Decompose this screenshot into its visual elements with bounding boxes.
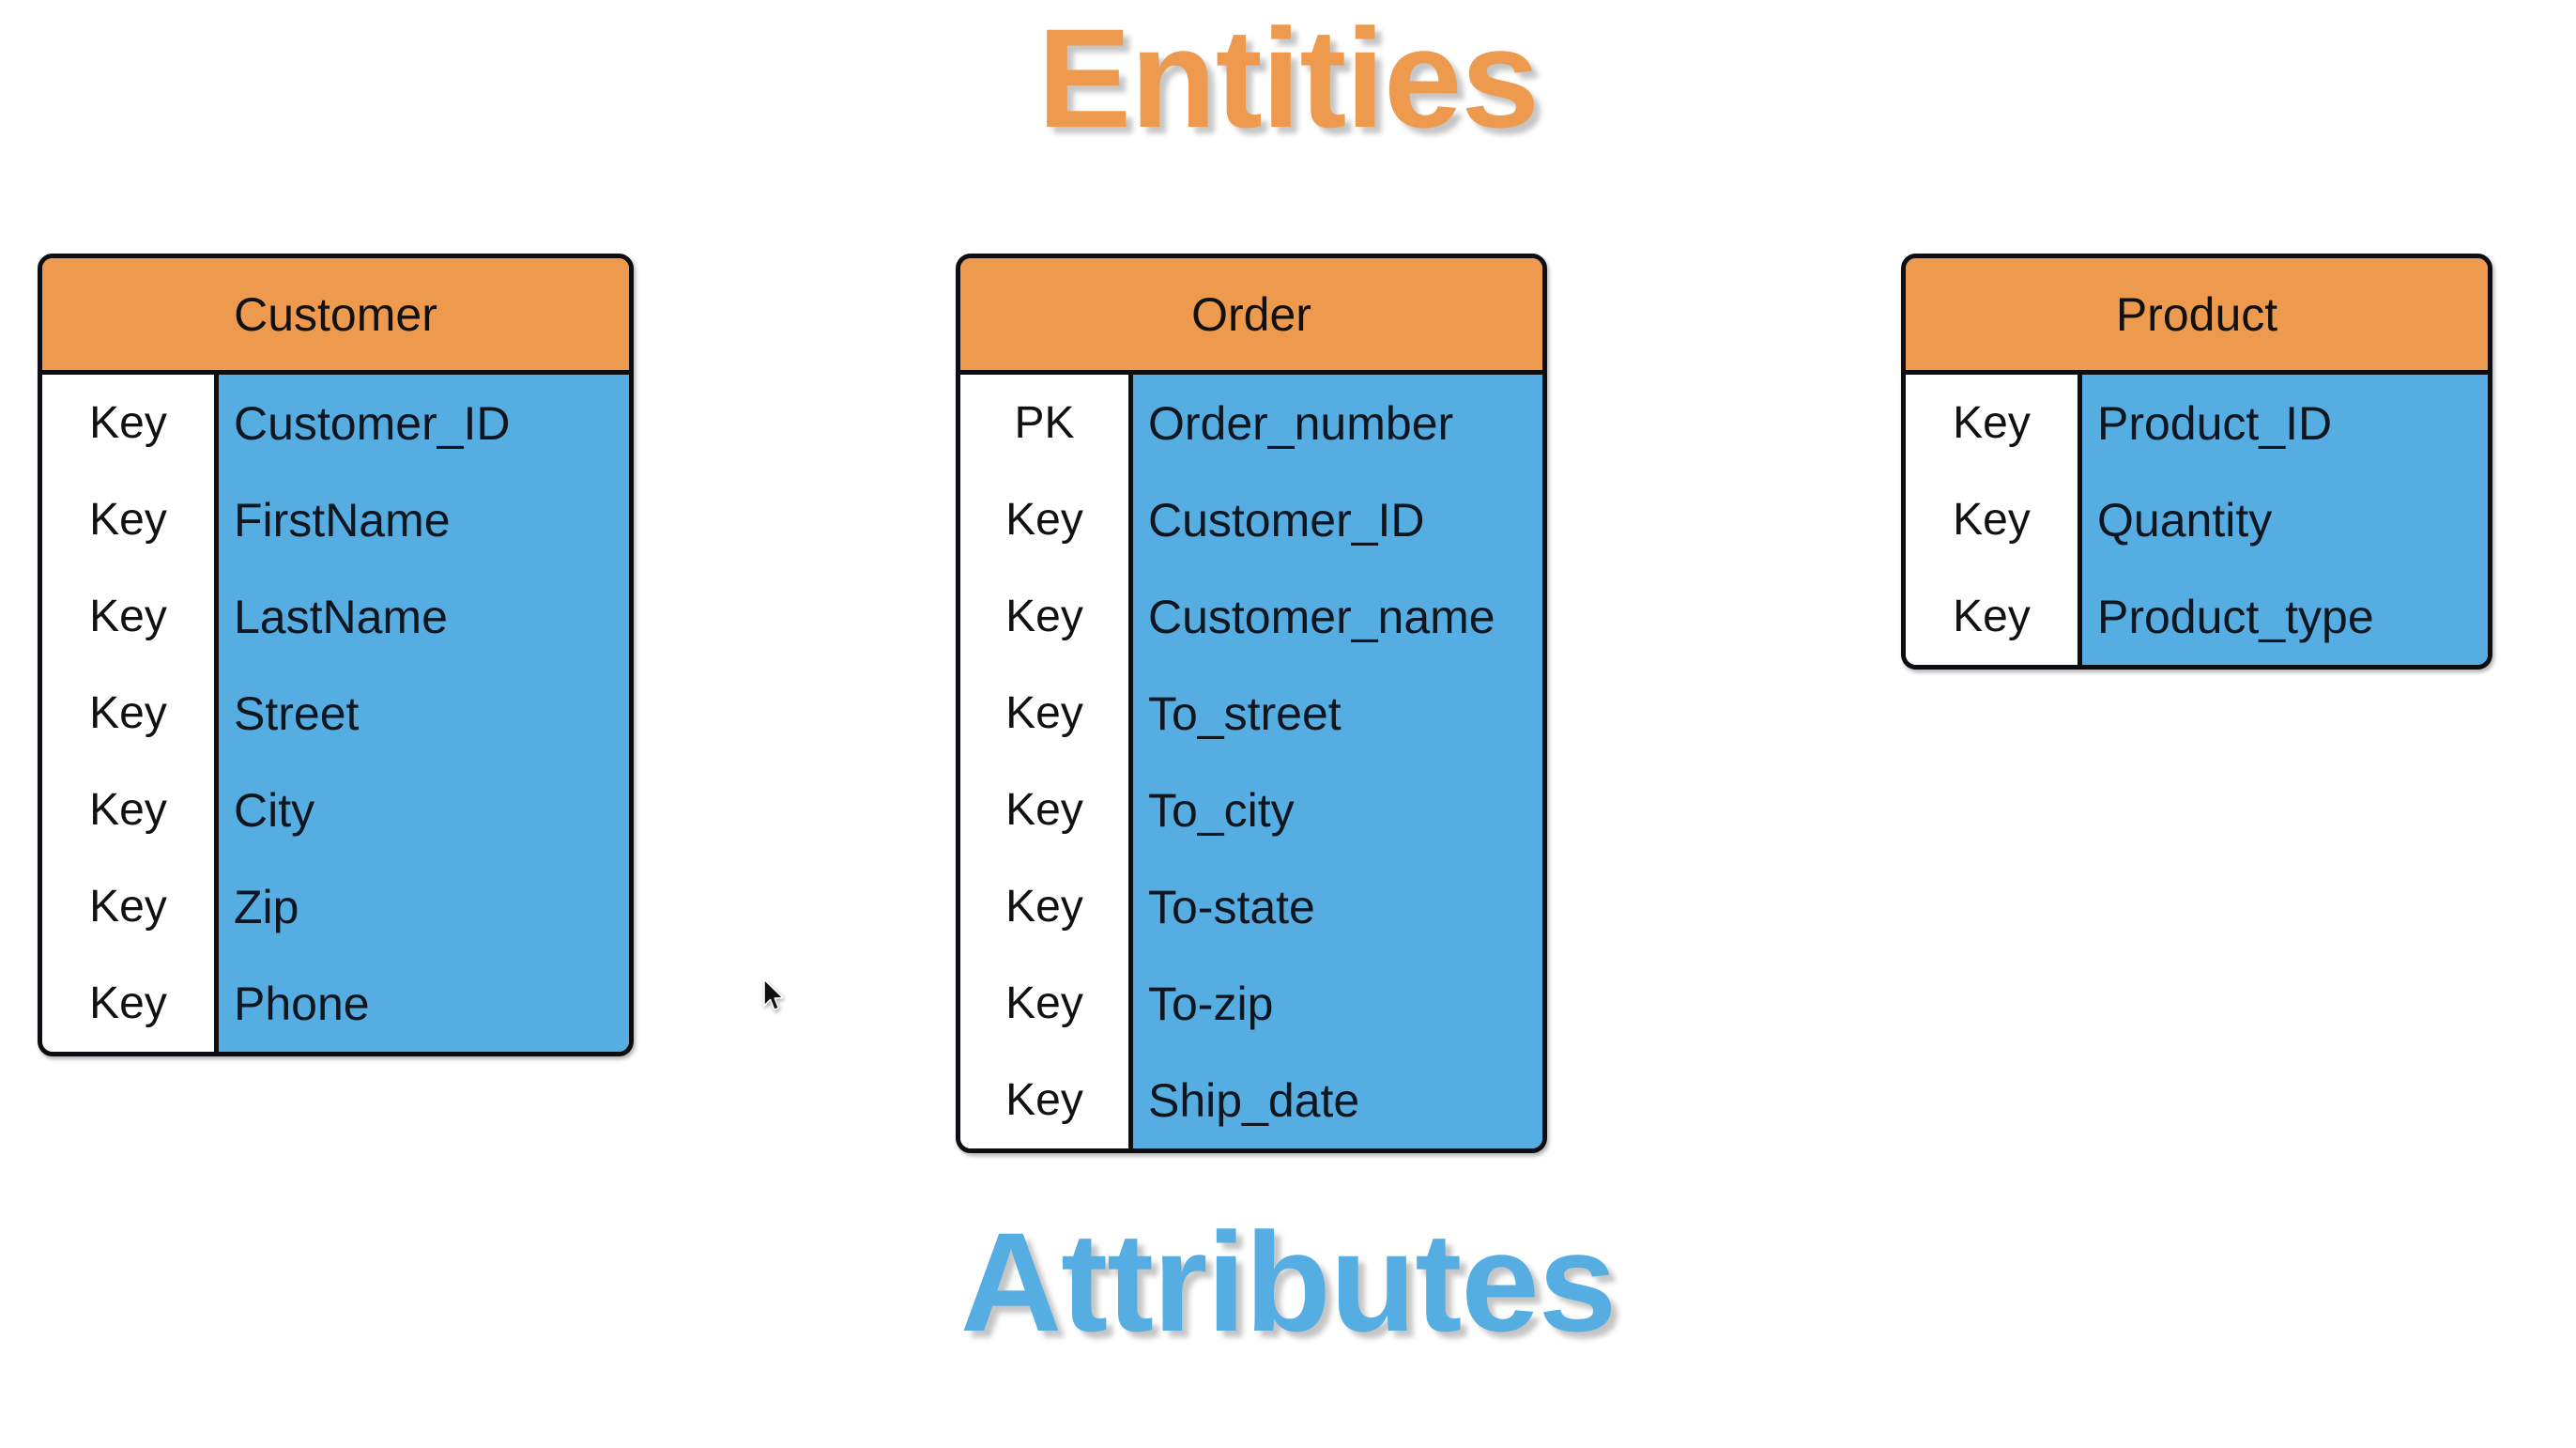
entity-customer-attributes: Key Customer_ID Key FirstName Key LastNa… — [42, 375, 629, 1052]
attribute-key: Key — [960, 858, 1133, 955]
table-row: Key FirstName — [42, 471, 629, 568]
attribute-key: Key — [42, 568, 219, 665]
entity-product-title: Product — [1906, 258, 2488, 375]
attribute-label: Customer_ID — [219, 375, 629, 471]
attribute-key: Key — [960, 762, 1133, 858]
table-row: Key Zip — [42, 858, 629, 955]
attribute-label: Zip — [219, 858, 629, 955]
attribute-key: Key — [42, 858, 219, 955]
attribute-label: Phone — [219, 955, 629, 1052]
entity-customer[interactable]: Customer Key Customer_ID Key FirstName K… — [38, 254, 634, 1056]
attribute-key: Key — [42, 665, 219, 762]
attribute-label: Product_type — [2082, 568, 2488, 665]
attribute-label: Customer_name — [1133, 568, 1542, 665]
attribute-label: Customer_ID — [1133, 471, 1542, 568]
attribute-label: Street — [219, 665, 629, 762]
attribute-label: Ship_date — [1133, 1052, 1542, 1148]
attribute-key: PK — [960, 375, 1133, 471]
table-row: Key Product_ID — [1906, 375, 2488, 471]
attribute-label: Order_number — [1133, 375, 1542, 471]
entity-order-attributes: PK Order_number Key Customer_ID Key Cust… — [960, 375, 1542, 1148]
entity-order[interactable]: Order PK Order_number Key Customer_ID Ke… — [956, 254, 1547, 1153]
attribute-key: Key — [1906, 568, 2082, 665]
attribute-key: Key — [960, 568, 1133, 665]
attribute-label: LastName — [219, 568, 629, 665]
attribute-key: Key — [960, 955, 1133, 1052]
table-row: Key LastName — [42, 568, 629, 665]
table-row: Key To-state — [960, 858, 1542, 955]
entities-title: Entities — [1037, 0, 1540, 157]
attribute-key: Key — [42, 955, 219, 1052]
attribute-key: Key — [960, 1052, 1133, 1148]
entity-product[interactable]: Product Key Product_ID Key Quantity Key … — [1901, 254, 2492, 670]
attribute-label: FirstName — [219, 471, 629, 568]
attribute-label: To_street — [1133, 665, 1542, 762]
entity-order-title: Order — [960, 258, 1542, 375]
attribute-label: To_city — [1133, 762, 1542, 858]
entity-product-attributes: Key Product_ID Key Quantity Key Product_… — [1906, 375, 2488, 665]
attribute-key: Key — [42, 471, 219, 568]
table-row: Key Product_type — [1906, 568, 2488, 665]
attribute-key: Key — [42, 762, 219, 858]
attribute-key: Key — [1906, 375, 2082, 471]
table-row: Key To-zip — [960, 955, 1542, 1052]
attribute-label: Product_ID — [2082, 375, 2488, 471]
attribute-key: Key — [42, 375, 219, 471]
attribute-label: City — [219, 762, 629, 858]
attributes-title: Attributes — [959, 1203, 1617, 1361]
table-row: Key To_city — [960, 762, 1542, 858]
attribute-label: Quantity — [2082, 471, 2488, 568]
attribute-key: Key — [1906, 471, 2082, 568]
table-row: Key To_street — [960, 665, 1542, 762]
attribute-key: Key — [960, 665, 1133, 762]
table-row: Key Customer_ID — [960, 471, 1542, 568]
table-row: Key Phone — [42, 955, 629, 1052]
arrow-pointer-icon — [763, 978, 784, 1011]
table-row: Key Customer_name — [960, 568, 1542, 665]
attribute-label: To-state — [1133, 858, 1542, 955]
table-row: Key Customer_ID — [42, 375, 629, 471]
table-row: Key City — [42, 762, 629, 858]
table-row: Key Ship_date — [960, 1052, 1542, 1148]
table-row: PK Order_number — [960, 375, 1542, 471]
attribute-key: Key — [960, 471, 1133, 568]
table-row: Key Street — [42, 665, 629, 762]
table-row: Key Quantity — [1906, 471, 2488, 568]
entity-customer-title: Customer — [42, 258, 629, 375]
attribute-label: To-zip — [1133, 955, 1542, 1052]
